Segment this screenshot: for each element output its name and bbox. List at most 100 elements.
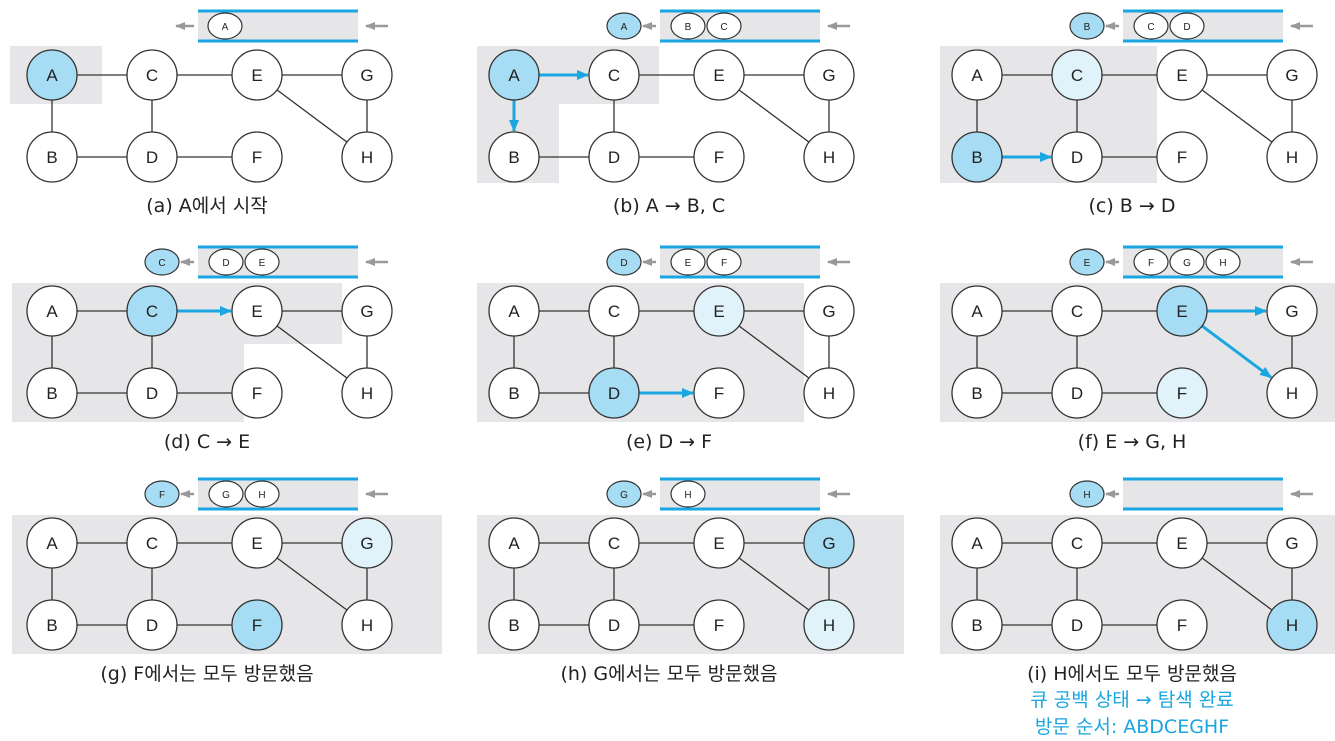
node-g	[341, 517, 393, 569]
node-label-f: F	[714, 148, 724, 167]
node-g	[1266, 285, 1318, 337]
node-a	[488, 517, 540, 569]
node-label-a: A	[971, 66, 983, 85]
node-label-c: C	[146, 66, 158, 85]
node-c	[1051, 285, 1103, 337]
node-label-h: H	[823, 616, 835, 635]
node-label-c: C	[1071, 534, 1083, 553]
queue-item	[208, 248, 244, 276]
node-d	[126, 367, 178, 419]
queue-item	[244, 248, 280, 276]
node-label-a: A	[508, 534, 520, 553]
node-label-g: G	[822, 302, 835, 321]
node-label-f: F	[252, 616, 262, 635]
node-a	[26, 285, 78, 337]
node-label-d: D	[608, 616, 620, 635]
node-b	[26, 367, 78, 419]
node-d	[1051, 599, 1103, 651]
node-f	[1156, 599, 1208, 651]
queue-item-label: H	[1219, 258, 1226, 269]
node-label-h: H	[823, 148, 835, 167]
node-d	[588, 131, 640, 183]
node-label-b: B	[508, 148, 519, 167]
node-h	[803, 131, 855, 183]
node-e	[231, 517, 283, 569]
queue-item	[1169, 248, 1205, 276]
node-label-b: B	[971, 616, 982, 635]
dequeued-item-label: G	[620, 490, 628, 501]
node-label-c: C	[146, 302, 158, 321]
node-label-b: B	[46, 384, 57, 403]
node-a	[488, 285, 540, 337]
panel-caption: (g) F에서는 모두 방문했음	[100, 663, 313, 685]
panel-caption: (d) C → E	[164, 431, 250, 453]
node-g	[1266, 517, 1318, 569]
node-label-g: G	[1285, 534, 1298, 553]
queue-item-label: F	[721, 258, 727, 269]
queue-item	[670, 12, 706, 40]
queue-item	[706, 248, 742, 276]
queue-item-label: F	[1148, 258, 1154, 269]
node-h	[803, 599, 855, 651]
node-label-e: E	[1176, 534, 1187, 553]
node-a	[488, 49, 540, 101]
dequeued-item-label: C	[158, 258, 165, 269]
node-label-c: C	[608, 66, 620, 85]
node-e	[1156, 517, 1208, 569]
node-label-h: H	[361, 616, 373, 635]
node-f	[1156, 367, 1208, 419]
dequeued-item-label: H	[1083, 490, 1090, 501]
node-h	[1266, 131, 1318, 183]
queue-item	[1169, 12, 1205, 40]
queue-item	[1133, 248, 1169, 276]
dequeued-item-label: A	[621, 22, 628, 33]
dequeued-item	[1069, 480, 1105, 508]
node-c	[588, 285, 640, 337]
node-e	[693, 517, 745, 569]
node-label-h: H	[1286, 616, 1298, 635]
dequeued-item	[144, 248, 180, 276]
queue-item	[207, 12, 243, 40]
node-a	[26, 517, 78, 569]
node-f	[693, 131, 745, 183]
node-label-f: F	[1177, 616, 1187, 635]
node-label-h: H	[1286, 148, 1298, 167]
panel-caption: (b) A → B, C	[613, 195, 725, 217]
node-g	[341, 285, 393, 337]
node-b	[26, 599, 78, 651]
queue-item	[670, 248, 706, 276]
node-g	[803, 517, 855, 569]
node-label-b: B	[46, 148, 57, 167]
node-e	[1156, 285, 1208, 337]
node-label-g: G	[360, 534, 373, 553]
queue-item-label: G	[222, 490, 230, 501]
node-label-g: G	[822, 534, 835, 553]
dequeued-item	[606, 12, 642, 40]
node-label-a: A	[508, 66, 520, 85]
node-d	[126, 131, 178, 183]
node-label-d: D	[146, 616, 158, 635]
node-label-g: G	[1285, 302, 1298, 321]
visited-region	[940, 283, 1335, 422]
node-label-b: B	[971, 384, 982, 403]
node-label-c: C	[608, 302, 620, 321]
node-c	[126, 49, 178, 101]
node-f	[693, 599, 745, 651]
node-label-a: A	[46, 302, 58, 321]
dequeued-item-label: D	[620, 258, 627, 269]
queue-item	[1205, 248, 1241, 276]
dequeued-item-label: F	[159, 490, 165, 501]
panel-caption: (c) B → D	[1089, 195, 1176, 217]
node-b	[488, 599, 540, 651]
node-label-b: B	[508, 616, 519, 635]
node-label-g: G	[360, 66, 373, 85]
node-label-e: E	[713, 66, 724, 85]
node-d	[1051, 131, 1103, 183]
queue-item-label: C	[720, 22, 727, 33]
node-h	[1266, 599, 1318, 651]
node-label-h: H	[823, 384, 835, 403]
